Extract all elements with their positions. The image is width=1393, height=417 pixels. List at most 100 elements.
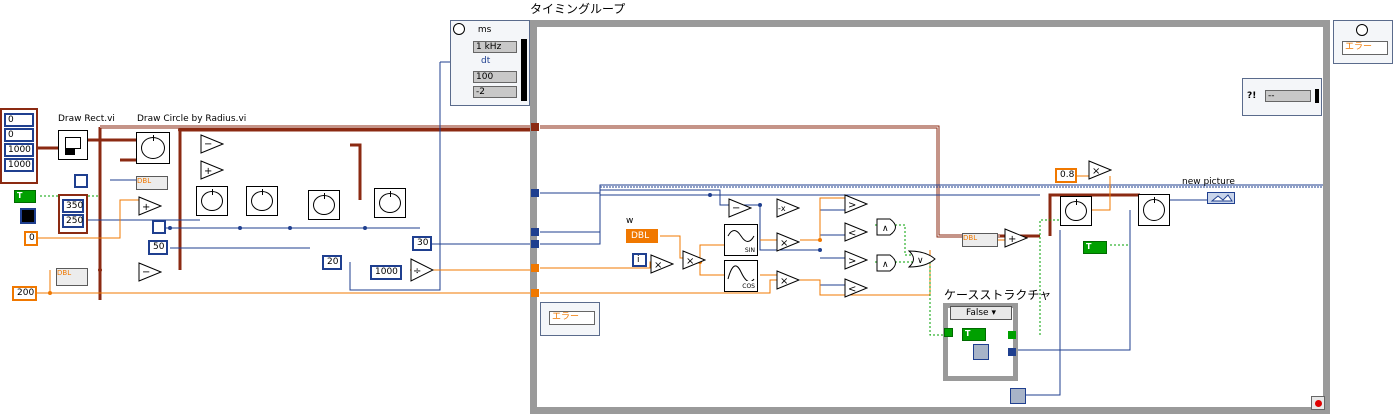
multiply-node-3[interactable]: × — [776, 232, 800, 252]
bool-true-constant-left[interactable]: T — [14, 190, 36, 203]
stop-terminal-icon[interactable] — [1311, 396, 1325, 410]
subtract-node-3[interactable]: − — [728, 198, 752, 218]
clock-icon — [453, 23, 465, 35]
clock-source-field[interactable]: 1 kHz — [473, 41, 517, 53]
tunnel-int-1 — [531, 189, 539, 197]
case-selector-value: False — [966, 308, 989, 318]
draw-rect-label: Draw Rect.vi — [58, 114, 115, 124]
size-cell-height[interactable]: 250 — [62, 214, 84, 228]
bool-true-constant-right[interactable]: T — [1083, 241, 1107, 254]
two-hundred-constant[interactable]: 200 — [12, 286, 37, 301]
cluster-cell-top[interactable]: 0 — [4, 128, 34, 142]
rect-cluster-constant[interactable]: 0 0 1000 1000 — [0, 108, 38, 184]
sine-function[interactable]: SIN — [724, 224, 758, 256]
draw-circle-subvi-1[interactable] — [136, 132, 170, 164]
sin-label: SIN — [744, 247, 755, 254]
case-structure-label: ケースストラクチャ — [944, 288, 1052, 302]
thirty-constant[interactable]: 30 — [412, 236, 432, 251]
subtract-node-1[interactable]: − — [200, 134, 224, 154]
cluster-cell-left[interactable]: 0 — [4, 113, 34, 127]
twenty-constant[interactable]: 20 — [322, 255, 342, 270]
case-int-control[interactable] — [973, 344, 989, 360]
output-error-field[interactable]: エラー — [1342, 41, 1388, 55]
multiply-node-2[interactable]: × — [682, 250, 706, 270]
dbl-label: DBL — [631, 231, 650, 241]
svg-text:>: > — [848, 256, 856, 267]
size-cell-width[interactable]: 350 — [62, 199, 84, 213]
cosine-function[interactable]: COS — [724, 260, 758, 292]
loop-error-node[interactable]: エラー — [540, 302, 600, 336]
error-field[interactable]: エラー — [549, 311, 595, 325]
cluster-cell-right[interactable]: 1000 — [4, 143, 34, 157]
tunnel-cluster — [531, 123, 539, 131]
svg-text:÷: ÷ — [413, 266, 421, 277]
add-node-1[interactable]: + — [200, 160, 224, 180]
dbl-label: DBL — [137, 177, 152, 185]
draw-circle-subvi-6[interactable] — [1060, 196, 1092, 226]
thousand-constant[interactable]: 1000 — [370, 265, 402, 280]
svg-text:∧: ∧ — [882, 260, 889, 270]
multiply-node-4[interactable]: × — [776, 270, 800, 290]
or-node[interactable]: ∨ — [908, 250, 936, 268]
add-node-3[interactable]: + — [1004, 228, 1028, 248]
dt-label[interactable]: dt — [481, 56, 491, 66]
less-than-node-1[interactable]: < — [844, 222, 868, 242]
bool-true-constant-case[interactable]: T — [962, 328, 986, 341]
bottom-int-control[interactable] — [1010, 388, 1026, 404]
draw-circle-subvi-7[interactable] — [1138, 194, 1170, 226]
zero-point-eight-constant[interactable]: 0.8 — [1055, 168, 1077, 183]
negate-node[interactable]: -x — [776, 198, 800, 218]
stop-condition-icon: ?! — [1247, 91, 1257, 101]
case-selector[interactable]: False ▾ — [950, 306, 1012, 320]
right-node-scrollbar[interactable] — [1315, 89, 1319, 103]
timed-loop-frame[interactable] — [530, 20, 1330, 414]
w-dbl-control[interactable]: DBL — [626, 229, 658, 243]
offset-field[interactable]: 100 — [473, 71, 517, 83]
node-scrollbar[interactable] — [521, 39, 527, 101]
draw-circle-subvi-4[interactable] — [308, 190, 340, 220]
loop-right-node[interactable]: ?! -- — [1242, 78, 1322, 116]
tunnel-dbl-2 — [531, 289, 539, 297]
empty-control-1[interactable] — [74, 174, 88, 188]
cluster-cell-bottom[interactable]: 1000 — [4, 158, 34, 172]
bundle-node-1[interactable]: DBL — [136, 176, 168, 190]
timed-loop-output-node[interactable]: エラー — [1333, 20, 1393, 64]
zero-constant[interactable]: 0 — [24, 231, 38, 246]
empty-control-2[interactable] — [152, 220, 166, 234]
greater-than-node-2[interactable]: > — [844, 250, 868, 270]
dbl-label: DBL — [963, 234, 978, 242]
multiply-node-5[interactable]: × — [1088, 160, 1112, 180]
timed-loop-label: タイミングループ — [530, 2, 626, 16]
picture-icon — [1210, 194, 1233, 202]
draw-circle-subvi-2[interactable] — [196, 186, 228, 216]
svg-text:+: + — [1008, 234, 1016, 245]
priority-field[interactable]: -2 — [473, 86, 517, 98]
divide-node[interactable]: ÷ — [410, 258, 434, 282]
multiply-node-1[interactable]: × — [650, 254, 674, 274]
svg-text:>: > — [848, 200, 856, 211]
greater-than-node-1[interactable]: > — [844, 194, 868, 214]
svg-text:×: × — [1092, 166, 1100, 177]
timed-loop-input-node[interactable]: ms 1 kHz dt 100 -2 — [450, 20, 530, 106]
tunnel-int-3 — [531, 240, 539, 248]
and-node-1[interactable]: ∧ — [876, 218, 902, 236]
svg-text:×: × — [780, 276, 788, 287]
draw-circle-subvi-5[interactable] — [374, 188, 406, 218]
iteration-terminal: i — [632, 253, 647, 267]
and-node-2[interactable]: ∧ — [876, 254, 902, 272]
fifty-constant[interactable]: 50 — [148, 240, 168, 255]
right-node-field[interactable]: -- — [1265, 90, 1311, 102]
bundle-node-2[interactable]: DBL — [56, 268, 88, 286]
cosine-wave-icon — [727, 265, 755, 281]
subtract-node-2[interactable]: − — [138, 262, 162, 282]
svg-text:×: × — [686, 256, 694, 267]
draw-circle-subvi-3[interactable] — [246, 186, 278, 216]
bundle-node-3[interactable]: DBL — [962, 233, 998, 247]
less-than-node-2[interactable]: < — [844, 278, 868, 298]
draw-rect-subvi[interactable] — [58, 130, 88, 160]
color-box-black[interactable] — [20, 208, 36, 224]
add-node-2[interactable]: + — [138, 196, 162, 216]
svg-text:×: × — [780, 238, 788, 249]
size-cluster-constant[interactable]: 350 250 — [58, 194, 88, 234]
